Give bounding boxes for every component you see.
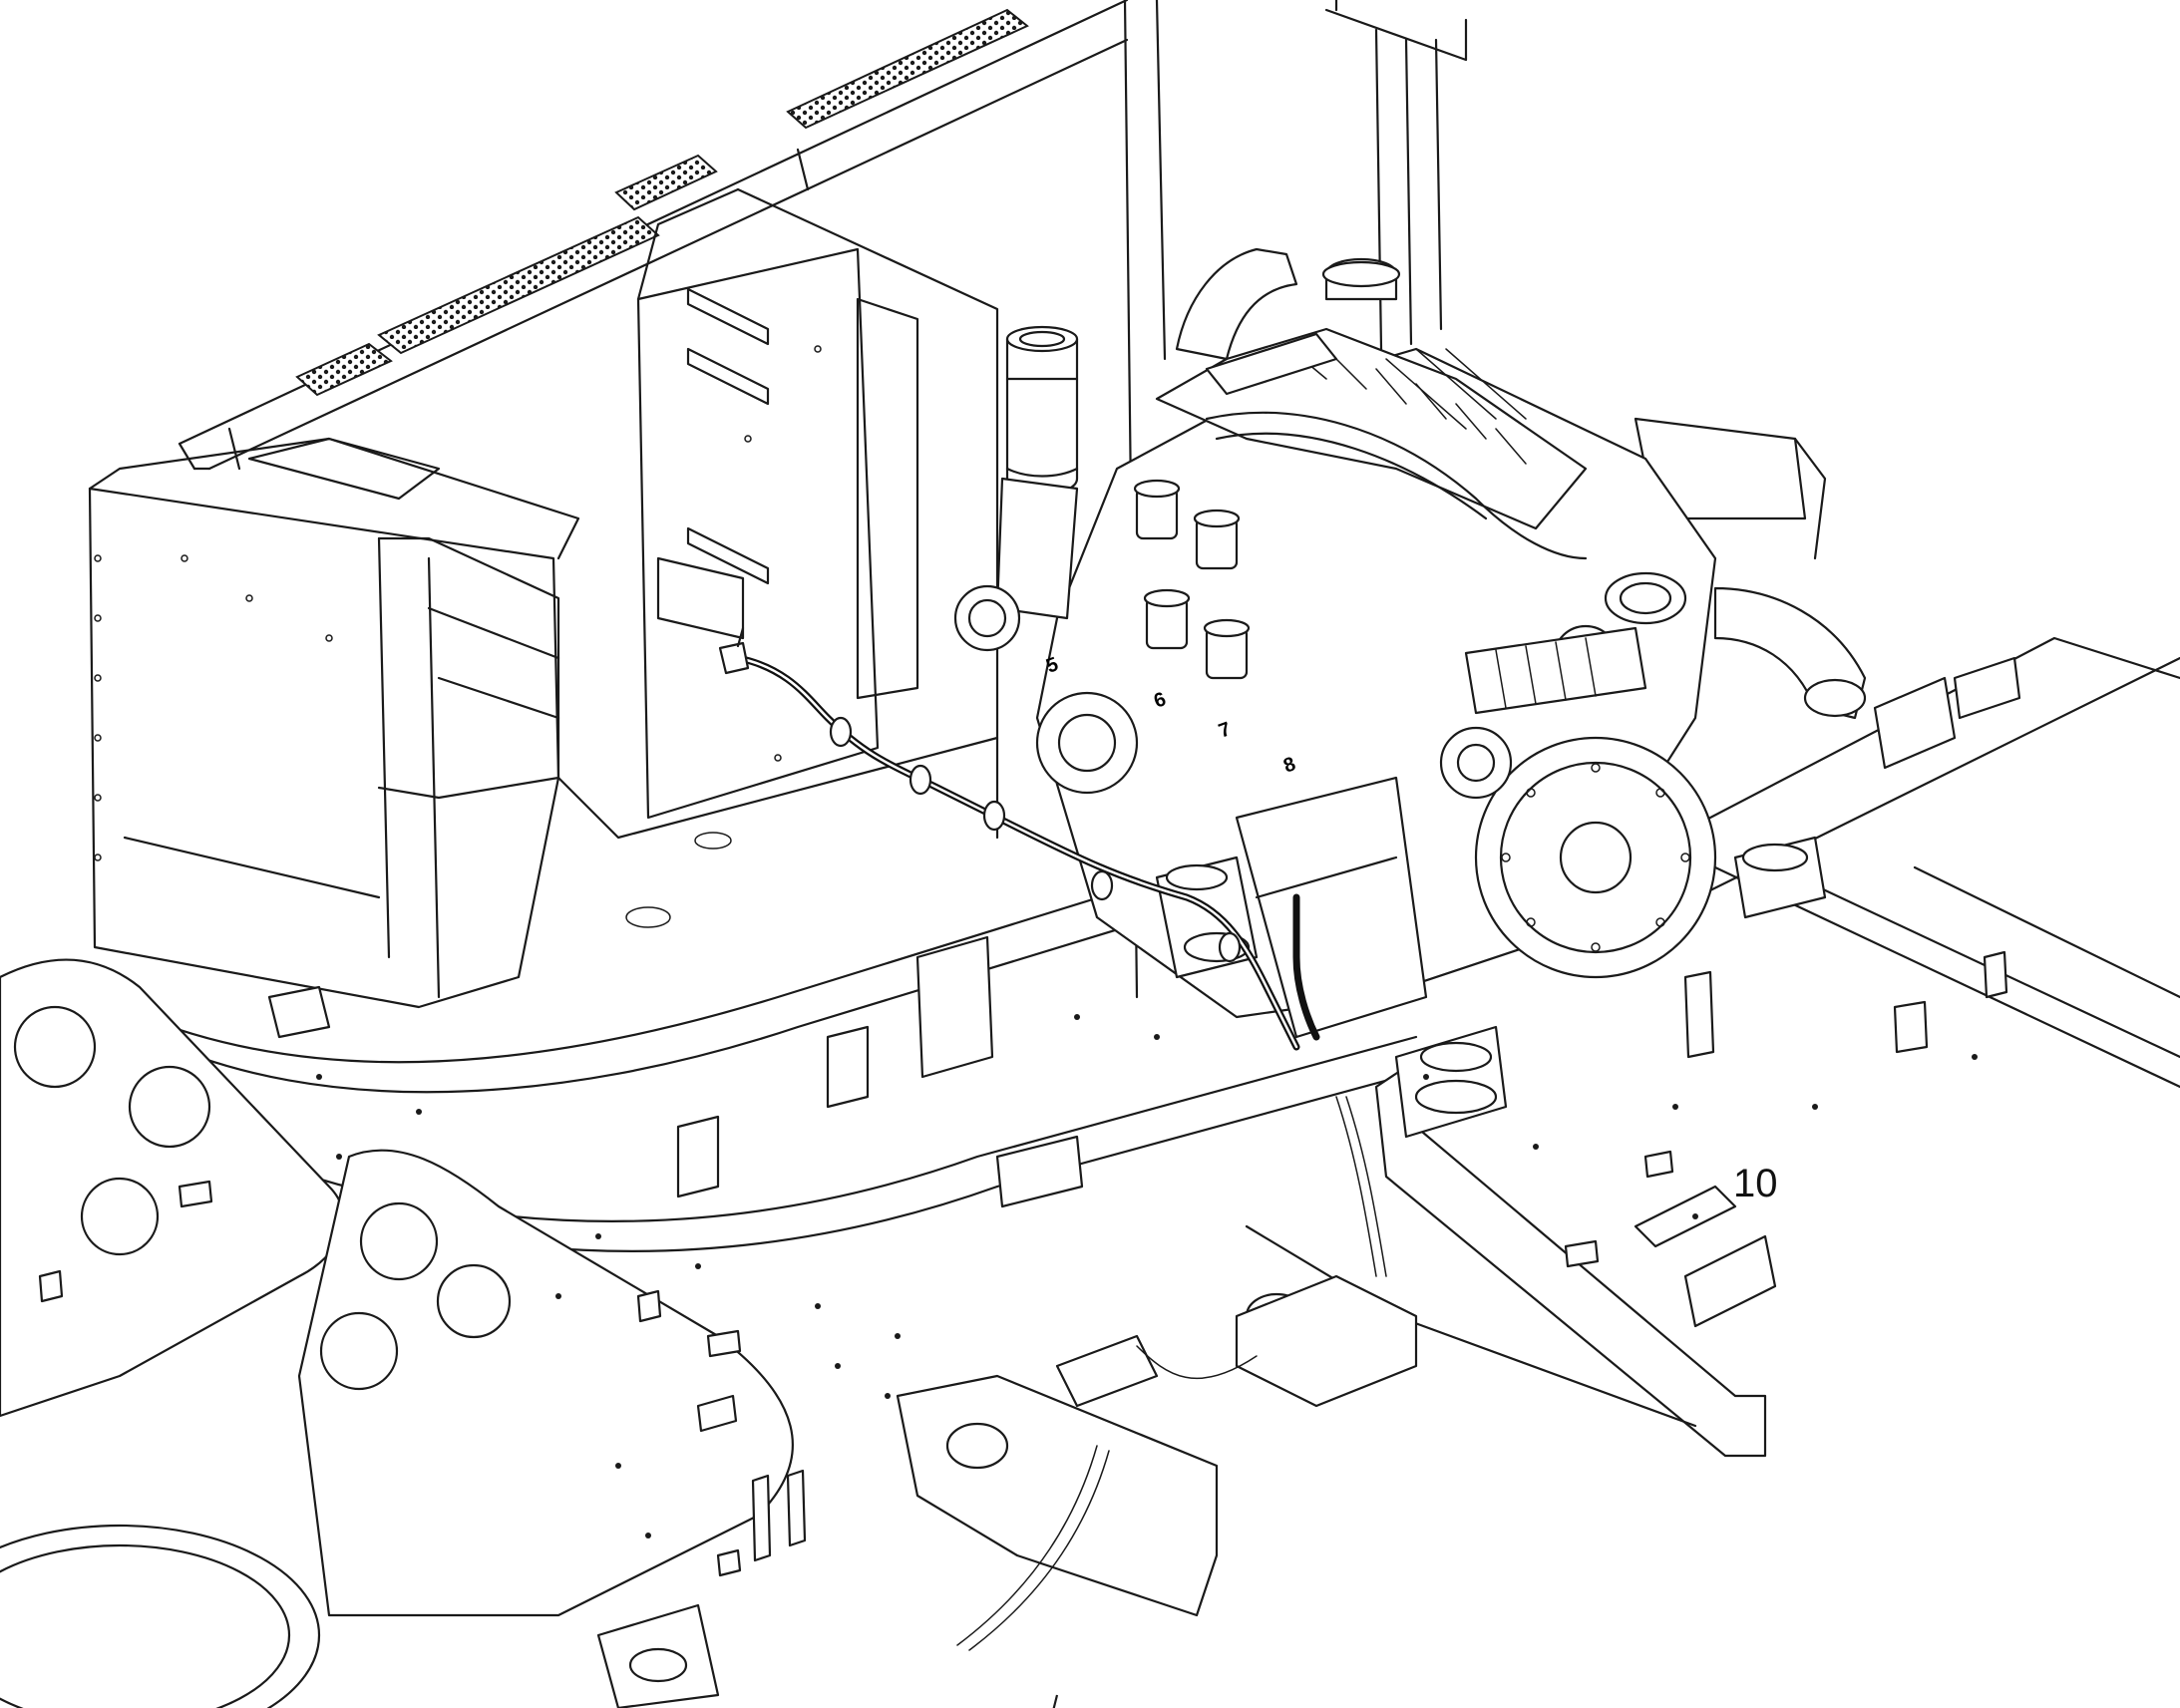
harness-clip	[829, 716, 1242, 963]
vent-grille	[295, 342, 393, 397]
upper-housing-frame	[88, 0, 1468, 1009]
callout-label: 10	[1733, 1162, 1778, 1205]
vent-grille	[377, 215, 660, 355]
vent-grille	[614, 154, 718, 211]
injector-row	[1133, 479, 1251, 680]
fastener-points	[316, 1014, 1978, 1538]
wiring-harness	[718, 626, 1387, 1651]
lower-chassis-frame	[0, 417, 2180, 1708]
vent-grille	[786, 8, 1029, 130]
v8-engine: 5 6 7 8	[953, 247, 1867, 1139]
mounting-brackets	[38, 935, 2008, 1708]
